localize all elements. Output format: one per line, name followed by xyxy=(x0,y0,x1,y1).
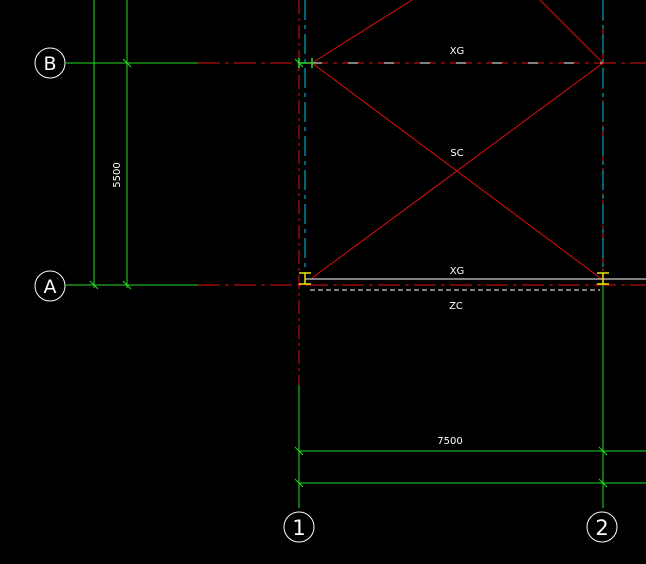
member-label-xg-top: XG xyxy=(450,46,465,57)
grid-bubble-a-label: A xyxy=(44,276,57,298)
grid-bubble-2-label: 2 xyxy=(595,516,608,540)
column-marker-a1[interactable] xyxy=(299,272,311,285)
grid-bubble-b-label: B xyxy=(43,53,56,75)
brace-upper-right xyxy=(539,0,604,64)
dimension-text-vertical: 5500 xyxy=(112,162,123,187)
member-label-sc: SC xyxy=(450,148,463,159)
grid-bubble-1[interactable]: 1 xyxy=(283,511,315,543)
dimension-lines xyxy=(66,0,646,508)
grid-bubble-b[interactable]: B xyxy=(34,47,66,79)
grid-bubble-1-label: 1 xyxy=(292,516,305,540)
member-label-xg-bottom: XG xyxy=(450,266,465,277)
brace-diagonal-2 xyxy=(311,62,604,279)
grid-bubble-a[interactable]: A xyxy=(34,270,66,302)
dimension-text-horizontal: 7500 xyxy=(437,436,462,447)
brace-upper-left xyxy=(311,0,413,64)
member-label-zc: ZC xyxy=(449,301,463,312)
brace-diagonal-1 xyxy=(311,62,604,281)
grid-bubble-2[interactable]: 2 xyxy=(586,511,618,543)
column-marker-a2[interactable] xyxy=(597,272,609,285)
